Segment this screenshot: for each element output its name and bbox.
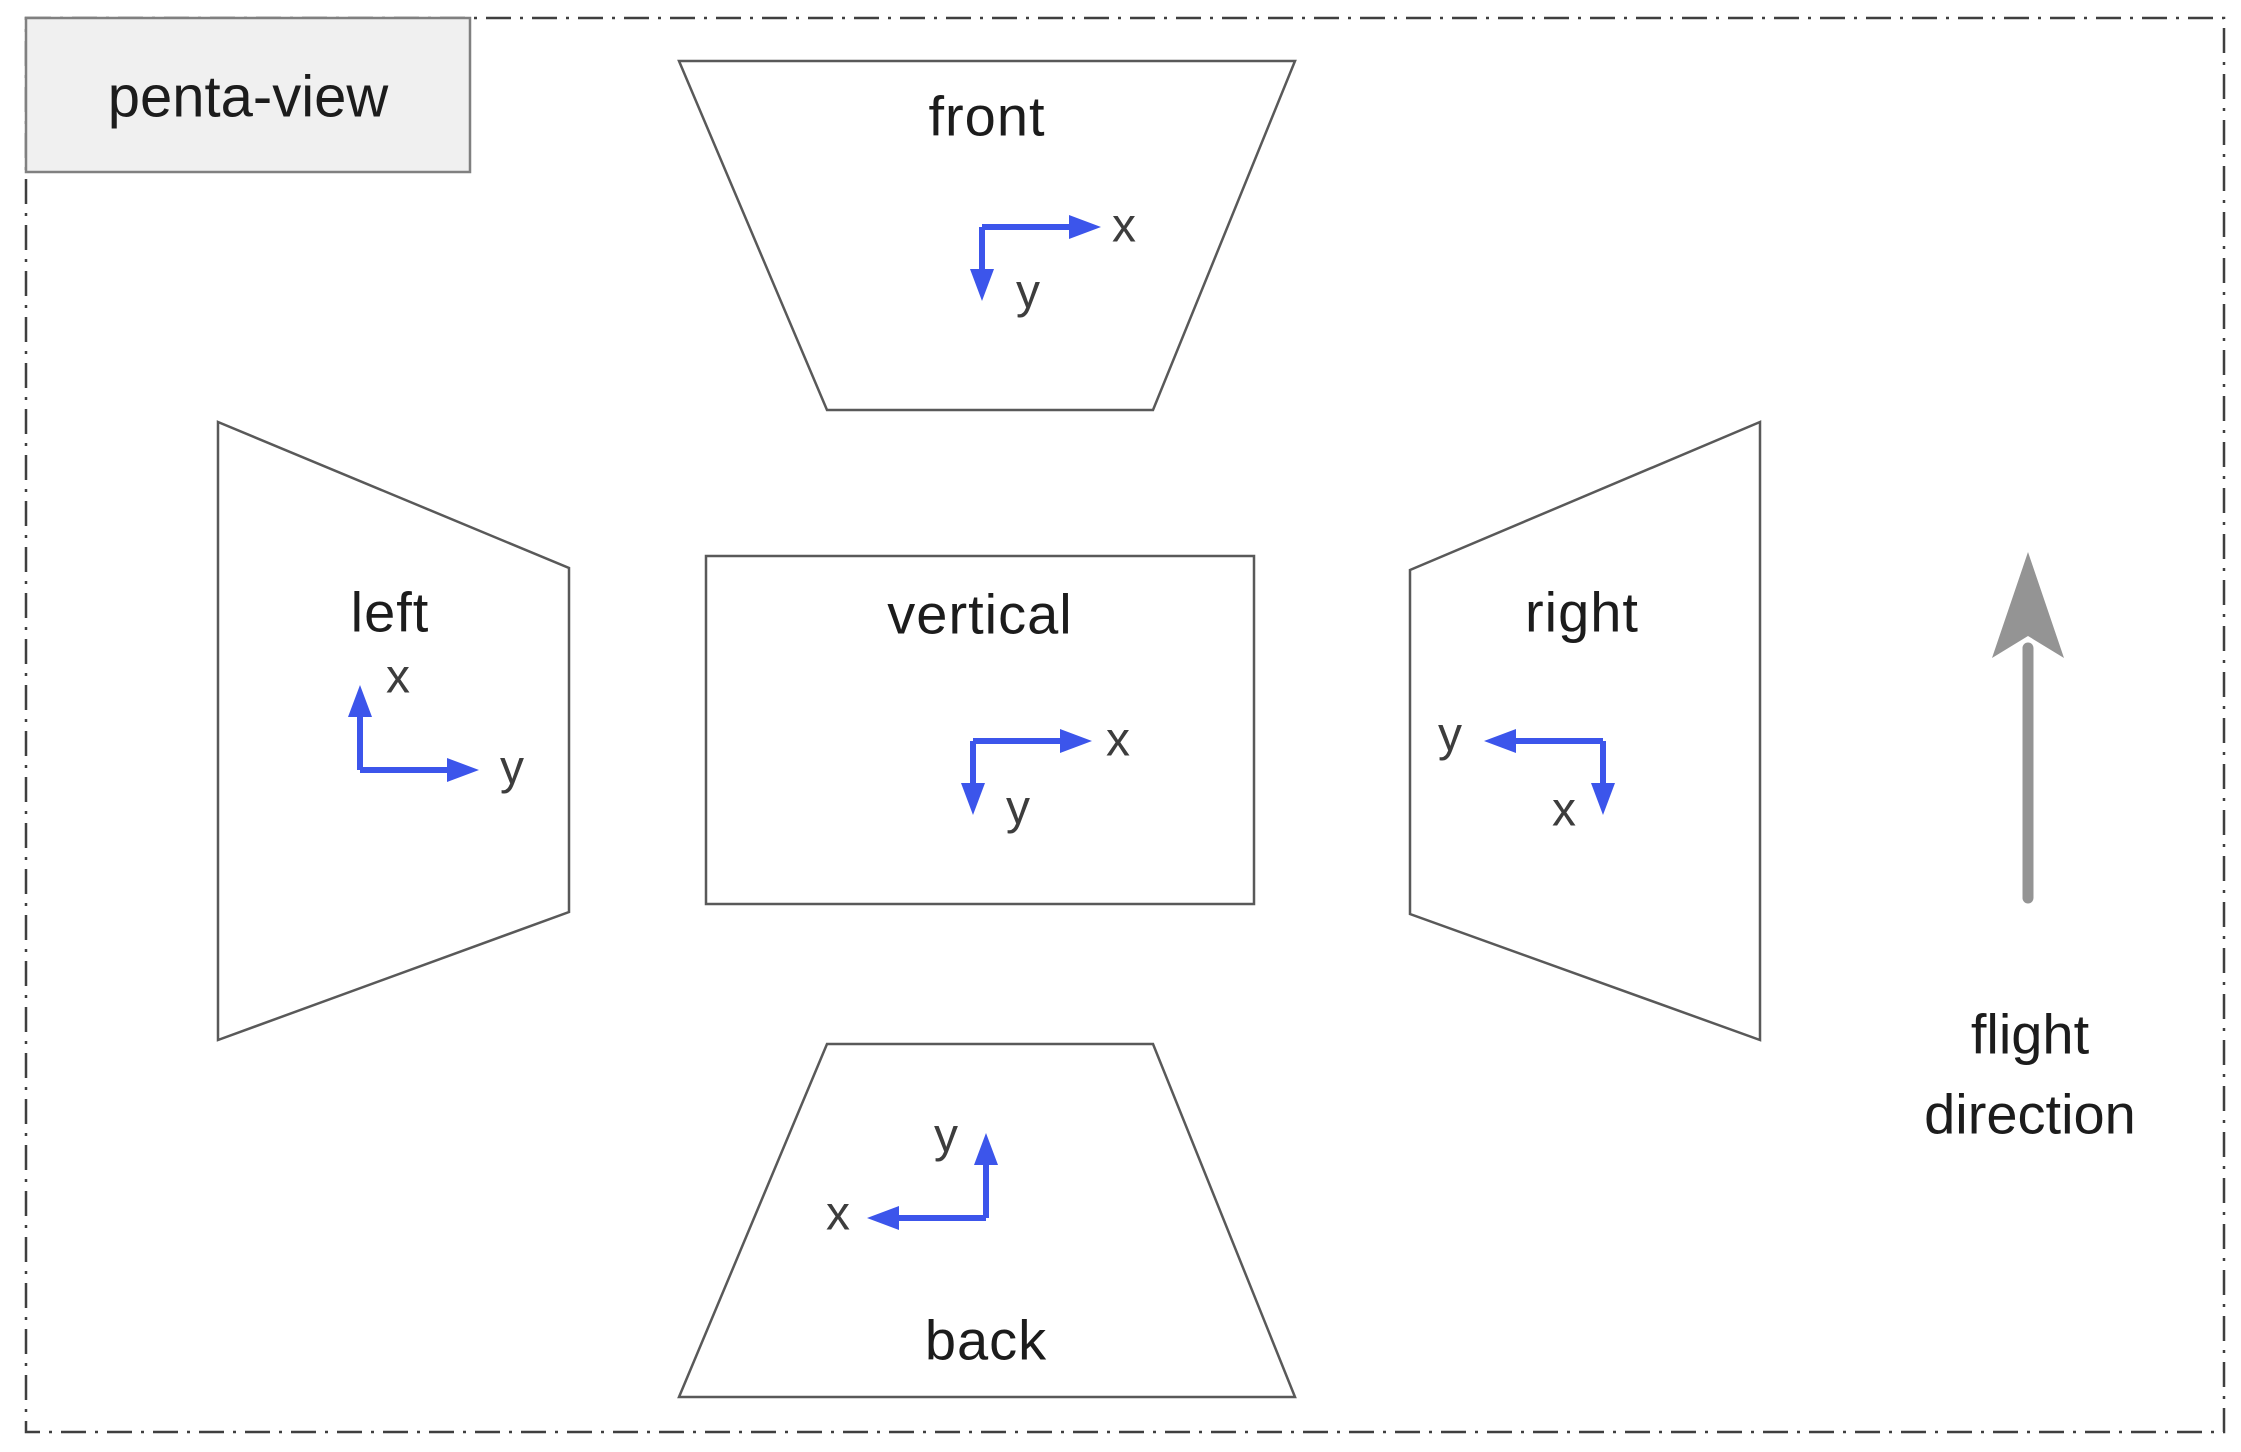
panel-right: right y x <box>1408 420 1762 1042</box>
panel-left: left x y <box>216 420 571 1042</box>
vertical-x-axis-label: x <box>1106 714 1130 767</box>
panel-back: back y x <box>677 1042 1297 1399</box>
flight-direction-indicator: flight direction <box>1924 552 2136 1146</box>
right-axes-icon <box>1484 729 1615 815</box>
vertical-axes-icon <box>961 729 1092 815</box>
title-box-background <box>24 16 472 174</box>
panel-front: front x y <box>677 59 1297 412</box>
title-box: penta-view <box>24 16 472 174</box>
vertical-panel-shape <box>704 554 1256 906</box>
left-panel-shape <box>216 420 571 1042</box>
vertical-y-axis-label: y <box>1006 782 1030 835</box>
left-x-axis-label: x <box>386 651 410 704</box>
diagram-border <box>24 16 2226 1434</box>
back-y-axis-label: y <box>934 1110 958 1163</box>
back-x-axis-label: x <box>826 1188 850 1241</box>
flight-direction-up-arrow-icon <box>1992 552 2064 658</box>
front-panel-shape <box>677 59 1297 412</box>
back-panel-shape <box>677 1042 1297 1399</box>
front-panel-label: front <box>928 85 1045 148</box>
back-axes-icon <box>867 1133 998 1230</box>
back-panel-label: back <box>925 1309 1047 1372</box>
front-axes-icon <box>970 215 1101 301</box>
front-y-axis-label: y <box>1016 266 1040 319</box>
right-x-axis-label: x <box>1552 784 1576 837</box>
vertical-panel-label: vertical <box>887 583 1072 646</box>
flight-direction-label-line2: direction <box>1924 1083 2136 1146</box>
flight-direction-label-line1: flight <box>1971 1003 2090 1066</box>
right-y-axis-label: y <box>1438 709 1462 762</box>
left-panel-label: left <box>351 581 430 644</box>
diagram-title: penta-view <box>108 65 390 130</box>
right-panel-label: right <box>1525 581 1639 644</box>
right-panel-shape <box>1408 420 1762 1042</box>
front-x-axis-label: x <box>1112 200 1136 253</box>
panel-vertical: vertical x y <box>704 554 1256 906</box>
left-axes-icon <box>348 685 479 782</box>
left-y-axis-label: y <box>500 742 524 795</box>
